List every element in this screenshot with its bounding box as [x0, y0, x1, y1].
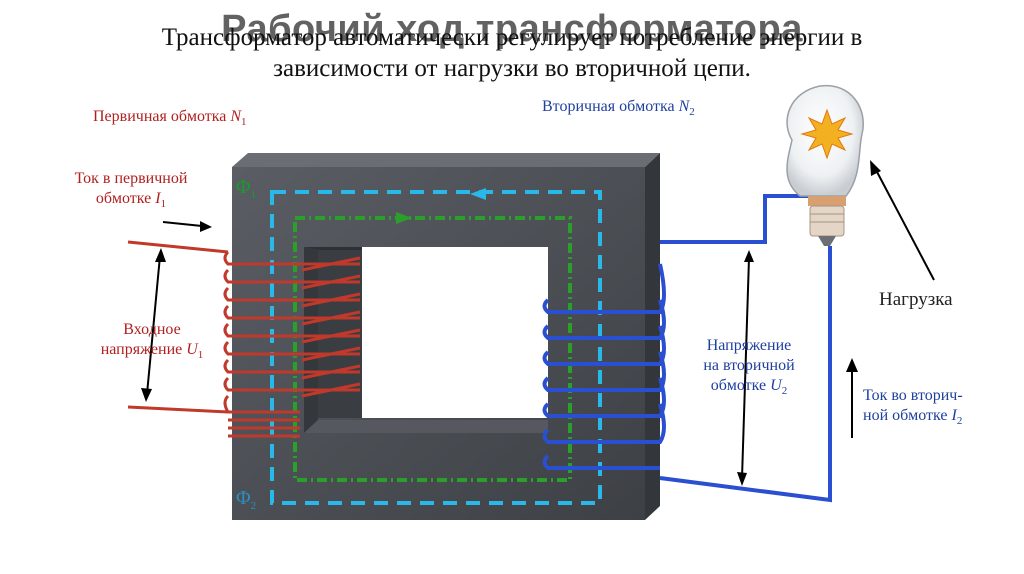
flux-2-symbol: Φ [236, 487, 251, 509]
annotation-arrows [141, 160, 935, 486]
input-voltage-line-1: Входное [123, 321, 181, 338]
secondary-winding-subscript: 2 [689, 106, 695, 119]
flux-path-2 [270, 190, 602, 505]
secondary-voltage-line-3: обмотке U2 [684, 376, 814, 401]
primary-current-subscript: 1 [160, 198, 167, 211]
core-hole-bevel-bottom [304, 420, 548, 433]
primary-winding [127, 240, 361, 438]
primary-current-label: Ток в первичной обмотке I1 [56, 169, 206, 214]
flux-arrow-2 [470, 188, 486, 200]
light-bulb-icon [786, 84, 864, 246]
page-title: Рабочий ход трансформатора [221, 8, 803, 50]
subtitle: Трансформатор автоматически регулирует п… [0, 22, 1024, 84]
flux-2-label: Φ2 [236, 488, 256, 516]
input-voltage-text: напряжение [100, 341, 187, 358]
subtitle-line-1: Трансформатор автоматически регулирует п… [161, 24, 863, 51]
primary-current-line-2: обмотке I1 [56, 189, 206, 214]
input-voltage-label: Входное напряжение U1 [82, 320, 222, 365]
core-top-face [232, 153, 660, 167]
secondary-current-text: ной обмотке [863, 407, 952, 424]
core-hole-bevel-top [304, 247, 362, 250]
secondary-voltage-text: обмотке [710, 377, 771, 394]
flux-1-symbol: Φ [236, 176, 251, 198]
flux-1-label: Φ1 [236, 177, 256, 205]
flux-arrow-1 [396, 212, 412, 224]
secondary-voltage-symbol: U [770, 377, 782, 394]
secondary-current-subscript: 2 [956, 415, 963, 428]
primary-current-line-1: Ток в первичной [74, 170, 188, 187]
load-label: Нагрузка [879, 289, 953, 310]
secondary-current-symbol: I [951, 407, 957, 424]
input-voltage-line-2: напряжение U1 [82, 340, 222, 365]
secondary-winding [542, 194, 832, 503]
primary-winding-label: Первичная обмотка N1 [93, 107, 247, 132]
input-voltage-subscript: 1 [197, 349, 204, 362]
secondary-current-line-2: ной обмотке I2 [863, 406, 1003, 431]
core-hole [362, 247, 548, 418]
primary-winding-symbol: N [230, 108, 242, 125]
subtitle-line-2: зависимости от нагрузки во вторичной цеп… [273, 55, 751, 82]
primary-winding-text: Первичная обмотка [93, 108, 231, 125]
flux-2-subscript: 2 [250, 500, 257, 512]
secondary-voltage-subscript: 2 [781, 385, 788, 398]
secondary-winding-symbol: N [678, 98, 690, 115]
secondary-winding-label: Вторичная обмотка N2 [542, 97, 695, 122]
primary-current-symbol: I [155, 190, 161, 207]
secondary-winding-text: Вторичная обмотка [542, 98, 679, 115]
secondary-current-line-1: Ток во вторич- [863, 387, 963, 404]
input-voltage-symbol: U [186, 341, 198, 358]
flux-path-1 [293, 216, 572, 482]
flux-1-subscript: 1 [250, 189, 257, 201]
primary-winding-subscript: 1 [241, 116, 247, 129]
secondary-voltage-label: Напряжение на вторичной обмотке U2 [684, 336, 814, 401]
secondary-voltage-line-2: на вторичной [703, 357, 795, 374]
primary-current-text: обмотке [95, 190, 156, 207]
secondary-current-label: Ток во вторич- ной обмотке I2 [863, 386, 1003, 431]
secondary-voltage-line-1: Напряжение [706, 337, 792, 354]
